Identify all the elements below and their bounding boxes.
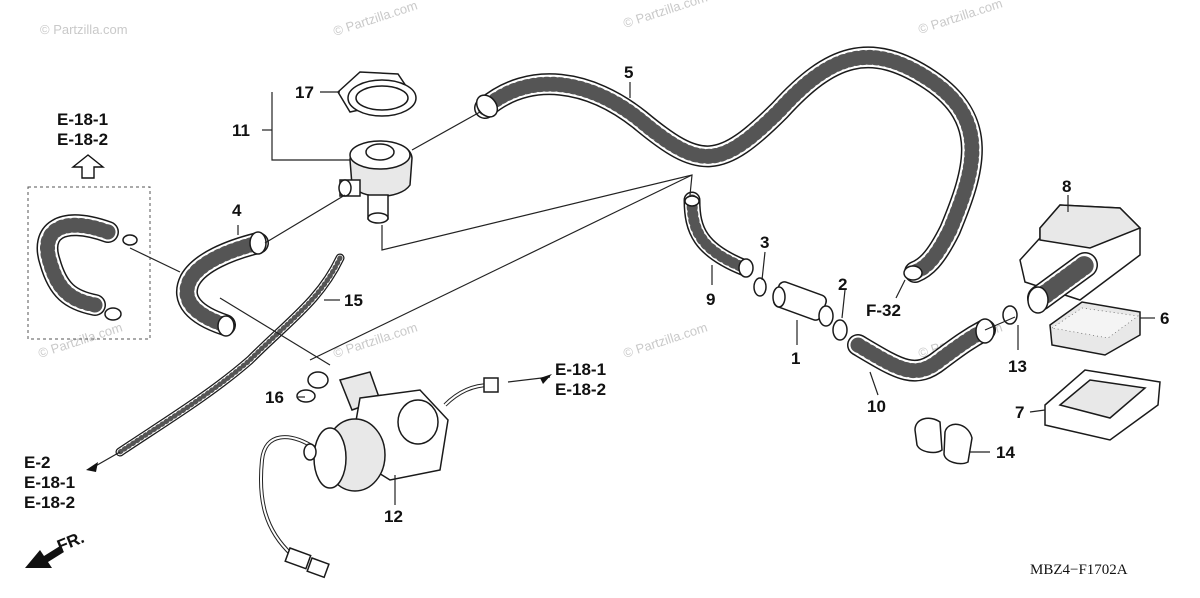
callout-10: 10 xyxy=(867,397,886,416)
callout-16: 16 xyxy=(265,388,284,407)
hose-9 xyxy=(683,191,754,278)
callout-6: 6 xyxy=(1160,309,1169,328)
clip-16b xyxy=(296,389,316,403)
page-refs: E-18-1 E-18-2 E-18-1 E-18-2 E-2 E-18-1 E… xyxy=(24,110,901,512)
arrow-right-icon xyxy=(540,374,552,384)
watermark: © Partzilla.com xyxy=(331,0,419,39)
direction-label: FR. xyxy=(54,528,87,556)
hose-5 xyxy=(474,46,983,283)
watermark: © Partzilla.com xyxy=(621,320,709,361)
clip-13 xyxy=(1002,305,1018,325)
front-direction-arrow: FR. xyxy=(25,528,87,568)
callout-8: 8 xyxy=(1062,177,1071,196)
hose-4 xyxy=(175,231,269,337)
valve-11 xyxy=(338,140,413,224)
cover-8 xyxy=(1019,204,1142,314)
callout-15: 15 xyxy=(344,291,363,310)
front-arrow-icon xyxy=(25,546,64,568)
callout-4: 4 xyxy=(232,201,242,220)
watermark: © Partzilla.com xyxy=(621,0,709,31)
watermark: © Partzilla.com xyxy=(916,0,1004,37)
holder-17 xyxy=(337,71,417,117)
callout-7: 7 xyxy=(1015,403,1024,422)
tube-15 xyxy=(115,253,345,457)
callout-1: 1 xyxy=(791,349,800,368)
clip-3 xyxy=(753,277,767,297)
callout-14: 14 xyxy=(996,443,1015,462)
ref-top-left-1: E-18-1 xyxy=(57,110,108,129)
up-arrow-icon xyxy=(71,154,105,179)
watermark: © Partzilla.com xyxy=(36,320,124,361)
callout-11: 11 xyxy=(232,121,250,140)
arrow-left-icon xyxy=(86,462,98,472)
callout-5: 5 xyxy=(624,63,633,82)
leader-lines xyxy=(91,82,1155,505)
hose-10 xyxy=(847,318,996,382)
clip-2 xyxy=(832,319,848,341)
joint-1 xyxy=(772,281,834,327)
callout-labels: 1 2 3 4 5 6 7 8 9 10 11 12 13 14 15 16 1… xyxy=(232,63,1169,526)
diagram-code: MBZ4−F1702A xyxy=(1030,562,1128,578)
callout-17: 17 xyxy=(295,83,314,102)
inset-box xyxy=(27,186,151,340)
element-6 xyxy=(1049,301,1141,356)
ref-bottom-left-2: E-18-1 xyxy=(24,473,75,492)
callout-3: 3 xyxy=(760,233,769,252)
clip-16 xyxy=(307,371,329,389)
callout-12: 12 xyxy=(384,507,403,526)
ref-right-mid-2: E-18-2 xyxy=(555,380,606,399)
callout-13: 13 xyxy=(1008,357,1027,376)
case-7 xyxy=(1044,369,1161,441)
clamp-14 xyxy=(914,417,973,465)
callout-9: 9 xyxy=(706,290,715,309)
ref-bottom-left-3: E-18-2 xyxy=(24,493,75,512)
solenoid-valve-12 xyxy=(258,371,499,579)
ref-top-left-2: E-18-2 xyxy=(57,130,108,149)
ref-bottom-left-1: E-2 xyxy=(24,453,50,472)
watermark: © Partzilla.com xyxy=(331,320,419,361)
ref-right-mid-1: E-18-1 xyxy=(555,360,606,379)
watermark: © Partzilla.com xyxy=(40,22,128,37)
ref-right-hose: F-32 xyxy=(866,301,901,320)
callout-2: 2 xyxy=(838,275,847,294)
